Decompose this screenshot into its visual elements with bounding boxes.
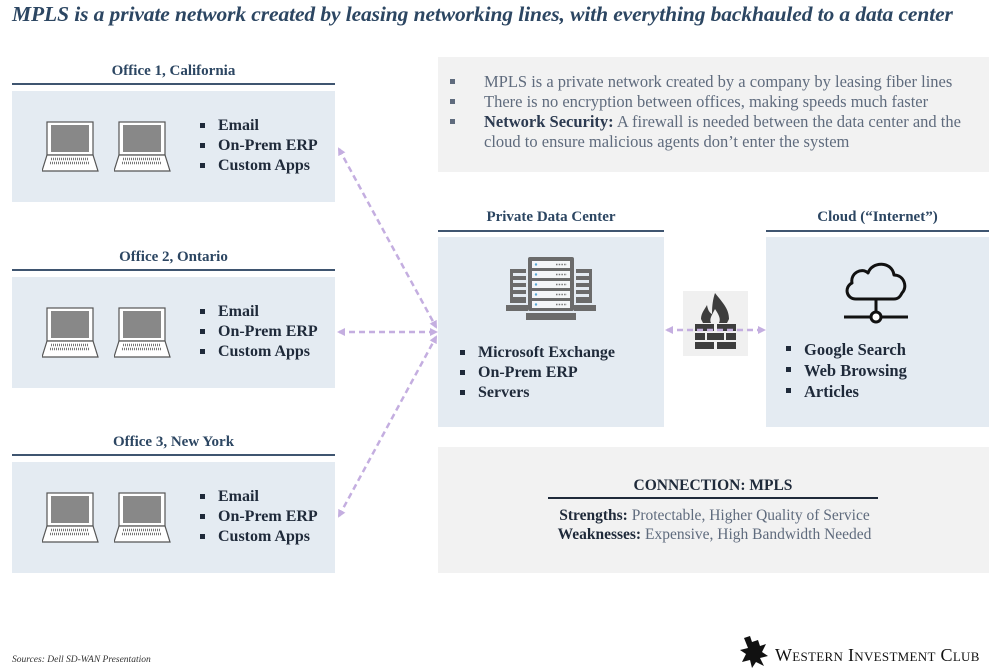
office-3-rule [12, 454, 335, 456]
note-item: There is no encryption between offices, … [450, 92, 980, 112]
list-item: Articles [786, 381, 907, 402]
laptop-icon [42, 121, 99, 172]
list-item: On-Prem ERP [200, 136, 318, 156]
list-item: Web Browsing [786, 360, 907, 381]
connection-weaknesses: Weaknesses: Expensive, High Bandwidth Ne… [440, 526, 989, 544]
weaknesses-label: Weaknesses: [557, 526, 642, 543]
list-item: Custom Apps [200, 156, 318, 176]
data-center-title: Private Data Center [486, 209, 616, 225]
office-1-title: Office 1, California [111, 63, 236, 79]
server-rack-icon [506, 257, 596, 320]
note-text: MPLS is a private network created by a c… [484, 72, 953, 91]
cloud-list: Google Search Web Browsing Articles [786, 339, 907, 402]
list-item: On-Prem ERP [460, 363, 615, 383]
strengths-label: Strengths: [559, 507, 628, 524]
club-logo-text: Western Investment Club [775, 645, 980, 665]
office-3-panel: Email On-Prem ERP Custom Apps [12, 462, 335, 573]
office-3-title: Office 3, New York [112, 434, 235, 450]
note-item: MPLS is a private network created by a c… [450, 72, 980, 92]
data-center-list: Microsoft Exchange On-Prem ERP Servers [460, 343, 615, 403]
office-1-rule [12, 83, 335, 85]
note-item: Network Security: A firewall is needed b… [450, 112, 980, 152]
list-item: Email [200, 116, 318, 136]
laptop-icon [42, 307, 99, 358]
data-center-panel: Microsoft Exchange On-Prem ERP Servers [438, 237, 664, 427]
sources-note: Sources: Dell SD-WAN Presentation [12, 655, 151, 665]
firewall-icon [695, 293, 736, 349]
office-1-panel: Email On-Prem ERP Custom Apps [12, 91, 335, 202]
office-2-app-list: Email On-Prem ERP Custom Apps [200, 302, 318, 362]
laptop-icon [114, 307, 171, 358]
connection-panel [438, 447, 989, 573]
note-text: A firewall is needed between the data ce… [484, 112, 961, 151]
list-item: Custom Apps [200, 527, 318, 547]
cloud-panel: Google Search Web Browsing Articles [766, 237, 989, 427]
list-item: On-Prem ERP [200, 322, 318, 342]
note-bold: Network Security: [484, 112, 614, 131]
list-item: Google Search [786, 339, 907, 360]
office-2-title: Office 2, Ontario [119, 249, 228, 265]
list-item: Custom Apps [200, 342, 318, 362]
data-center-rule [438, 230, 664, 232]
office-1-app-list: Email On-Prem ERP Custom Apps [200, 116, 318, 176]
notes-list: MPLS is a private network created by a c… [450, 72, 980, 152]
office-3-app-list: Email On-Prem ERP Custom Apps [200, 487, 318, 547]
laptop-icon [114, 121, 171, 172]
list-item: Email [200, 487, 318, 507]
list-item: Microsoft Exchange [460, 343, 615, 363]
weaknesses-text: Expensive, High Bandwidth Needed [641, 526, 872, 543]
strengths-text: Protectable, Higher Quality of Service [627, 507, 870, 524]
connection-title: CONNECTION: MPLS [633, 477, 793, 494]
connection-rule [548, 497, 878, 499]
connection-strengths: Strengths: Protectable, Higher Quality o… [440, 507, 989, 525]
club-logo-icon [740, 636, 768, 668]
laptop-icon [42, 492, 99, 543]
arrow-office-1-to-datacenter [337, 147, 438, 329]
cloud-network-icon [844, 262, 908, 324]
list-item: Servers [460, 383, 615, 403]
list-item: Email [200, 302, 318, 322]
cloud-title: Cloud (“Internet”) [817, 209, 938, 225]
cloud-rule [766, 230, 989, 232]
laptop-icon [114, 492, 171, 543]
firewall-backdrop [683, 291, 748, 356]
list-item: On-Prem ERP [200, 507, 318, 527]
arrow-office-3-to-datacenter [337, 335, 438, 518]
notes-panel [438, 57, 989, 172]
office-2-rule [12, 269, 335, 271]
slide-title: MPLS is a private network created by lea… [12, 2, 953, 26]
note-text: There is no encryption between offices, … [484, 92, 929, 111]
office-2-panel: Email On-Prem ERP Custom Apps [12, 277, 335, 388]
